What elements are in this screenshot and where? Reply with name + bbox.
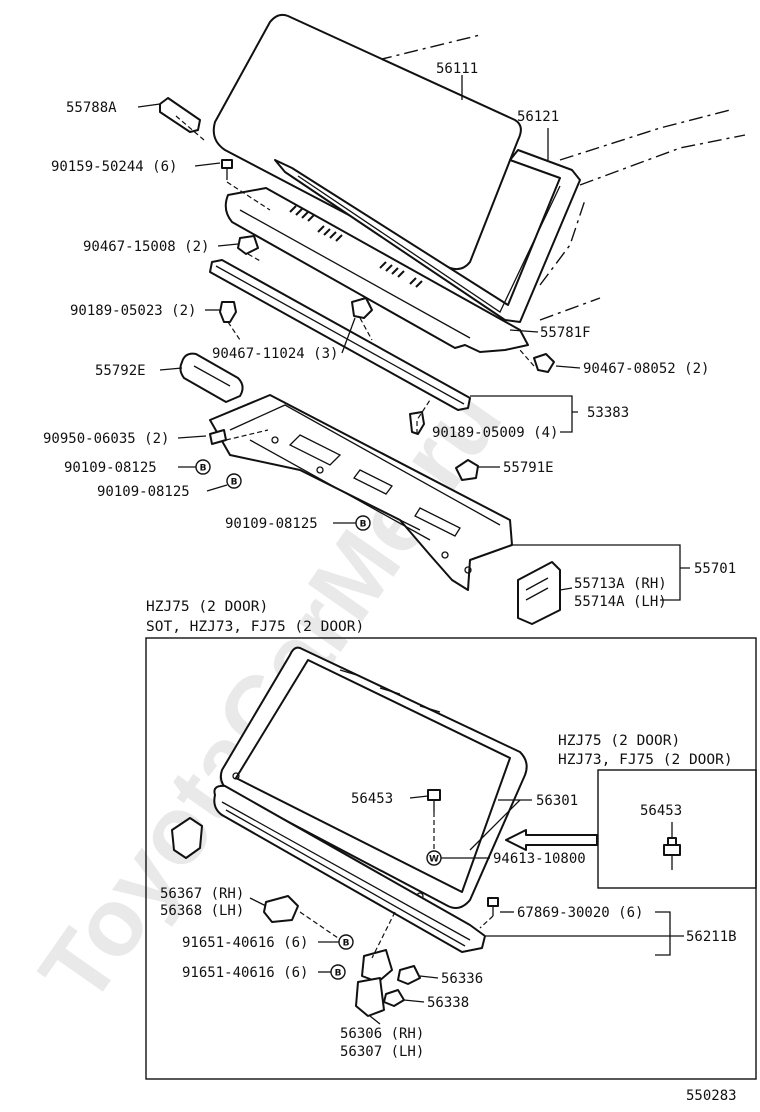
marker-b-2: B (226, 473, 242, 489)
inset-label-56453: 56453 (640, 803, 682, 819)
label-56111: 56111 (436, 61, 478, 77)
label-55713a: 55713A (RH) (574, 576, 667, 592)
label-90109-08125-b: 90109-08125 (97, 484, 190, 500)
label-55792e: 55792E (95, 363, 146, 379)
label-67869-30020: 67869-30020 (6) (517, 905, 643, 921)
windshield-weatherstrip (274, 149, 581, 323)
svg-text:B: B (200, 464, 207, 474)
label-90109-08125-c: 90109-08125 (225, 516, 318, 532)
label-90109-08125-a: 90109-08125 (64, 460, 157, 476)
inset-bolt (663, 822, 681, 870)
louver-seal (179, 352, 244, 403)
svg-text:W: W (429, 855, 439, 865)
label-56336: 56336 (441, 971, 483, 987)
fasteners-lower (171, 789, 499, 1017)
marker-b-1: B (195, 459, 211, 475)
frame-lower-seal (213, 784, 486, 953)
label-56301: 56301 (536, 793, 578, 809)
inset-header-line1: HZJ75 (2 DOOR) (558, 733, 680, 749)
box-header-line1: HZJ75 (2 DOOR) (146, 599, 268, 615)
inset-header-line2: HZJ73, FJ75 (2 DOOR) (558, 752, 733, 768)
label-90467-08052: 90467-08052 (2) (583, 361, 709, 377)
label-90467-11024: 90467-11024 (3) (212, 346, 338, 362)
label-55701: 55701 (694, 561, 736, 577)
cowl-seal-strip (209, 259, 471, 411)
label-56367: 56367 (RH) (160, 886, 244, 902)
label-55781f: 55781F (540, 325, 591, 341)
label-53383: 53383 (587, 405, 629, 421)
label-56338: 56338 (427, 995, 469, 1011)
inset-arrow (505, 829, 598, 851)
cowl-side-bracket (517, 561, 561, 625)
marker-w: W (426, 850, 442, 866)
label-90159-50244: 90159-50244 (6) (51, 159, 177, 175)
leader-lines-upper (137, 75, 690, 601)
svg-text:B: B (335, 969, 342, 979)
label-90189-05023: 90189-05023 (2) (70, 303, 196, 319)
windshield-frame (219, 646, 528, 909)
diagram-id: 550283 (686, 1088, 737, 1104)
label-55791e: 55791E (503, 460, 554, 476)
inset-box (597, 769, 757, 889)
cowl-top-panel (224, 187, 529, 353)
marker-b-3: B (355, 515, 371, 531)
label-55788a: 55788A (66, 100, 117, 116)
label-90950-06035: 90950-06035 (2) (43, 431, 169, 447)
label-91651-40616-a: 91651-40616 (6) (182, 935, 308, 951)
label-90467-15008: 90467-15008 (2) (83, 239, 209, 255)
label-56368: 56368 (LH) (160, 903, 244, 919)
marker-b-4: B (338, 934, 354, 950)
marker-b-5: B (330, 964, 346, 980)
label-56121: 56121 (517, 109, 559, 125)
label-56307: 56307 (LH) (340, 1044, 424, 1060)
label-94613-10800: 94613-10800 (493, 851, 586, 867)
label-90189-05009: 90189-05009 (4) (432, 425, 558, 441)
svg-text:B: B (360, 520, 367, 530)
svg-text:B: B (231, 478, 238, 488)
fasteners-upper (159, 97, 555, 481)
box-header-line2: SOT, HZJ73, FJ75 (2 DOOR) (146, 619, 364, 635)
label-56306: 56306 (RH) (340, 1026, 424, 1042)
svg-text:B: B (343, 939, 350, 949)
cowl-panel (209, 394, 513, 591)
leader-lines-lower (249, 795, 684, 1025)
label-55714a: 55714A (LH) (574, 594, 667, 610)
label-56453: 56453 (351, 791, 393, 807)
label-56211b: 56211B (686, 929, 737, 945)
label-91651-40616-b: 91651-40616 (6) (182, 965, 308, 981)
